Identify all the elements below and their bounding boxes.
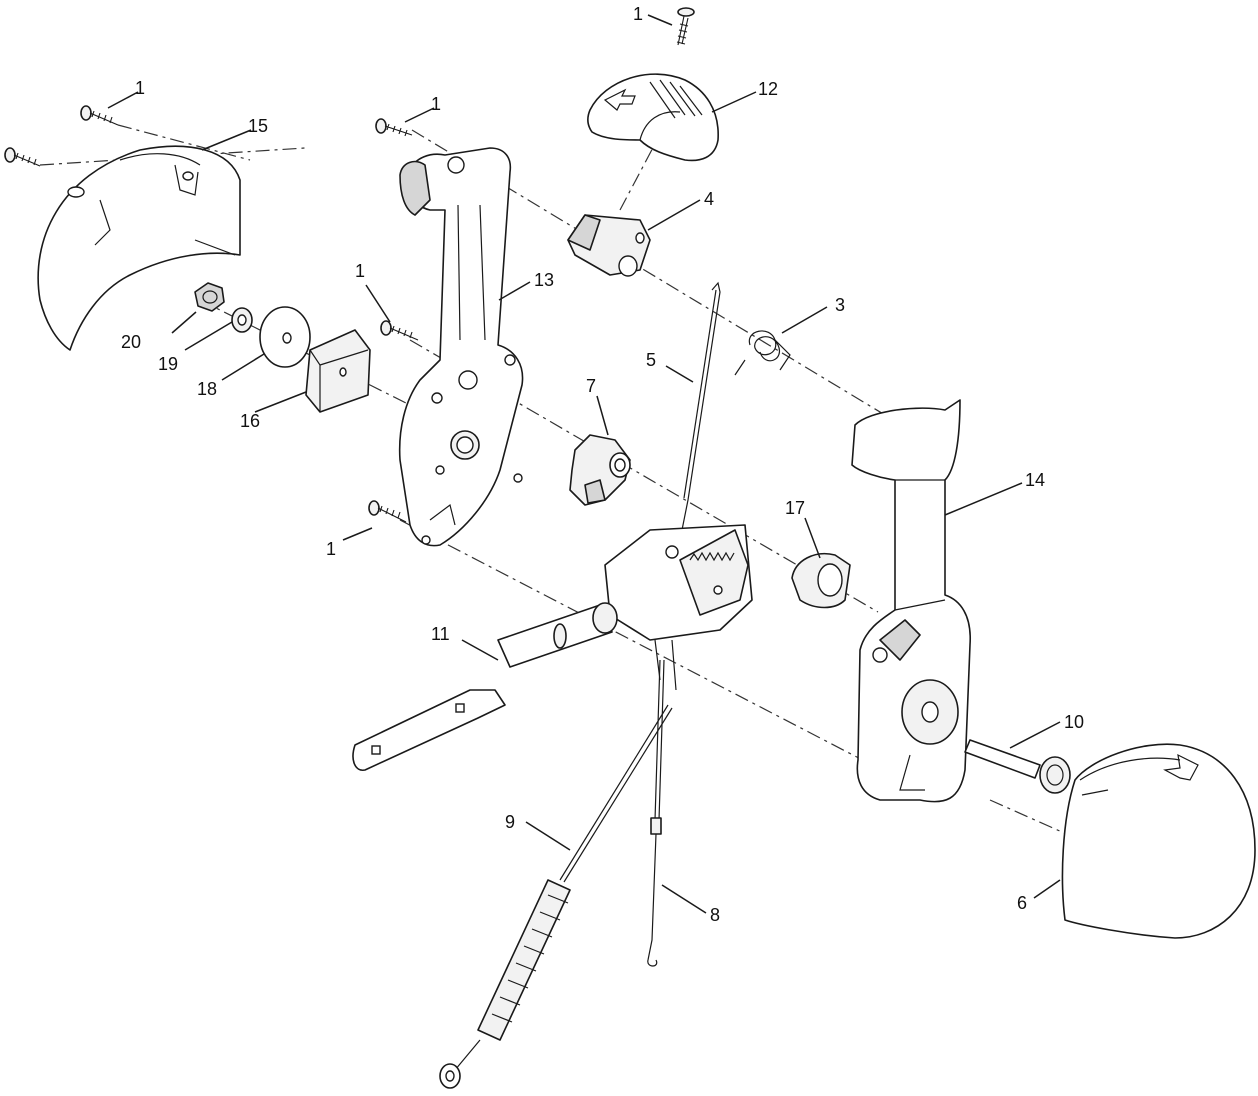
part-1-screw-bracket-low	[368, 500, 407, 523]
part-19-washer	[231, 307, 253, 333]
callout-16: 16	[240, 411, 260, 431]
callout-6: 6	[1017, 893, 1027, 913]
part-5-rod	[679, 281, 721, 541]
callout-1-bracket-low-screw: 1	[326, 539, 336, 559]
callout-20: 20	[121, 332, 141, 352]
callout-14: 14	[1025, 470, 1045, 490]
callout-1-cover-screw: 1	[135, 78, 145, 98]
part-1-screw-bracket-mid	[380, 320, 419, 341]
callout-1-bracket-top-screw: 1	[431, 94, 441, 114]
part-6-right-cover	[1061, 743, 1256, 939]
callout-12: 12	[758, 79, 778, 99]
part-4-block	[567, 214, 651, 277]
part-13-bracket	[398, 147, 524, 547]
part-14-lever	[851, 399, 971, 803]
leader-lines	[107, 14, 1061, 914]
gear-housing	[604, 524, 753, 691]
part-20-nut	[194, 282, 225, 312]
callout-1-top-screw: 1	[633, 4, 643, 24]
part-8-cable	[647, 659, 665, 967]
part-16-pad	[305, 329, 371, 413]
callout-10: 10	[1064, 712, 1084, 732]
part-10-pin	[964, 739, 1071, 794]
part-17-bushing	[791, 553, 851, 609]
callout-15: 15	[248, 116, 268, 136]
part-1-screw-cover-lower	[4, 147, 41, 167]
callout-7: 7	[586, 376, 596, 396]
part-9-cable-boot	[439, 704, 673, 1089]
part-15-left-cover	[37, 145, 241, 351]
callouts: 1 1 1 1 1 3 4 5 6 7 8 9 10 11 12 13 14 1…	[121, 4, 1084, 925]
part-1-screw-top	[676, 7, 695, 46]
callout-17: 17	[785, 498, 805, 518]
part-11-shaft-arm	[352, 602, 618, 771]
part-1-screw-bracket-top	[375, 118, 413, 137]
callout-5: 5	[646, 350, 656, 370]
part-18-washer	[259, 306, 311, 368]
callout-13: 13	[534, 270, 554, 290]
callout-9: 9	[505, 812, 515, 832]
part-1-screw-cover-upper	[80, 105, 119, 126]
callout-3: 3	[835, 295, 845, 315]
part-12-knob	[587, 73, 719, 162]
callout-19: 19	[158, 354, 178, 374]
part-3-spring	[734, 330, 791, 376]
callout-1-bracket-mid-screw: 1	[355, 261, 365, 281]
callout-11: 11	[431, 624, 450, 644]
callout-18: 18	[197, 379, 217, 399]
callout-8: 8	[710, 905, 720, 925]
callout-4: 4	[704, 189, 714, 209]
part-7-bushing	[569, 434, 631, 506]
